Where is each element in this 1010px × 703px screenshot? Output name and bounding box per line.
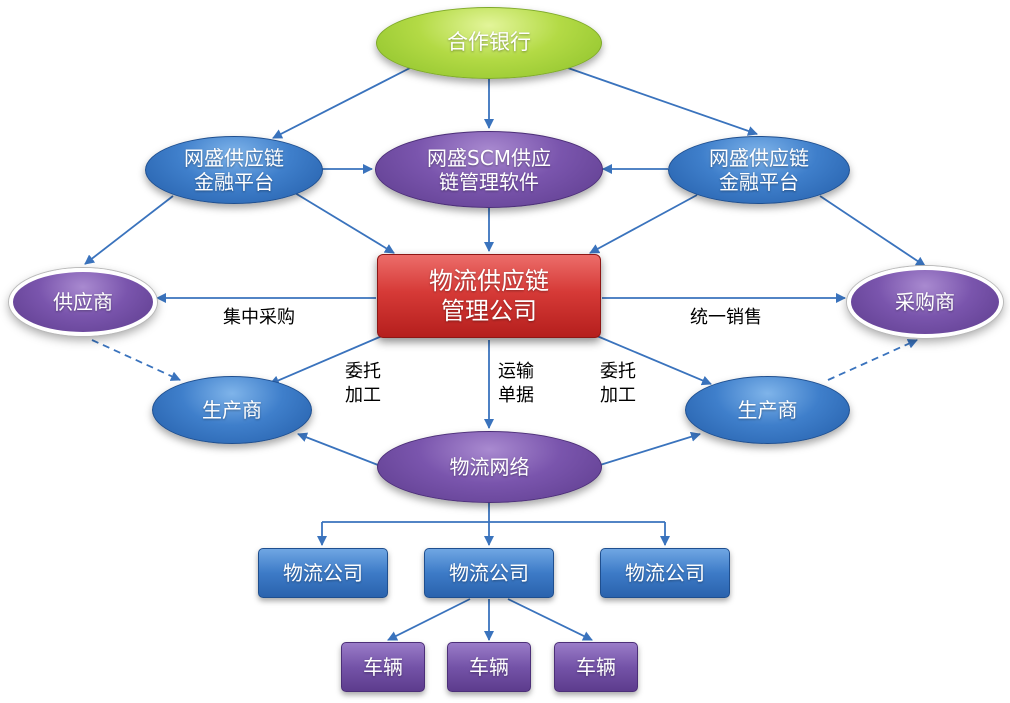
edge-network-to-producer-left bbox=[297, 432, 379, 466]
logistics-company-node-3: 物流公司 bbox=[600, 548, 730, 598]
edge-company-to-producer-left bbox=[269, 335, 383, 386]
finance-platform-right-line2: 金融平台 bbox=[719, 170, 799, 194]
edge-company-to-producer-right bbox=[596, 335, 712, 386]
edge-finance-left-to-company bbox=[294, 192, 395, 254]
scm-software-line1: 网盛SCM供应 bbox=[427, 145, 551, 170]
logistics-company-node-2: 物流公司 bbox=[424, 548, 554, 598]
entrust-right-line1: 委托 bbox=[600, 361, 636, 382]
finance-platform-left-line1: 网盛供应链 bbox=[184, 146, 284, 170]
edge-producer-to-buyer-dashed bbox=[827, 339, 918, 381]
logistics-company-node-1: 物流公司 bbox=[258, 548, 388, 598]
edge-label-central-purchase: 集中采购 bbox=[223, 307, 295, 328]
producer-right-node: 生产商 bbox=[685, 376, 850, 444]
edge-label-entrust-right: 委托 加工 bbox=[600, 360, 636, 409]
logistics-company-label-2: 物流公司 bbox=[449, 561, 529, 585]
bank-node: 合作银行 bbox=[376, 7, 602, 79]
vehicle-label-3: 车辆 bbox=[576, 655, 616, 679]
vehicle-label-2: 车辆 bbox=[469, 655, 509, 679]
company-line2: 管理公司 bbox=[441, 297, 537, 325]
finance-platform-right-line1: 网盛供应链 bbox=[709, 146, 809, 170]
edge-company-to-vehicle-1 bbox=[387, 598, 471, 641]
edge-supplier-to-producer-dashed bbox=[91, 339, 181, 381]
entrust-left-line1: 委托 bbox=[345, 361, 381, 382]
finance-platform-left-node: 网盛供应链 金融平台 bbox=[145, 136, 323, 204]
producer-left-node: 生产商 bbox=[152, 376, 312, 444]
edge-bank-to-finance-right bbox=[567, 67, 758, 136]
edge-company-to-vehicle-3 bbox=[507, 598, 593, 641]
transport-docs-line1: 运输 bbox=[498, 361, 534, 382]
entrust-left-line2: 加工 bbox=[345, 385, 381, 407]
logistics-network-node: 物流网络 bbox=[377, 431, 602, 503]
edge-bank-to-finance-left bbox=[272, 67, 411, 139]
company-line1: 物流供应链 bbox=[429, 267, 549, 295]
bank-label: 合作银行 bbox=[447, 30, 531, 55]
vehicle-node-3: 车辆 bbox=[554, 642, 638, 692]
scm-software-node: 网盛SCM供应 链管理软件 bbox=[375, 131, 603, 208]
vehicle-node-2: 车辆 bbox=[447, 642, 531, 692]
edge-finance-left-to-supplier bbox=[84, 195, 174, 265]
edge-finance-right-to-company bbox=[589, 194, 698, 254]
logistics-management-company-node: 物流供应链 管理公司 bbox=[377, 254, 601, 338]
entrust-right-line2: 加工 bbox=[600, 385, 636, 407]
edge-label-entrust-left: 委托 加工 bbox=[345, 360, 381, 409]
edge-finance-right-to-buyer bbox=[819, 195, 926, 267]
finance-platform-left-line2: 金融平台 bbox=[194, 170, 274, 194]
logistics-network-label: 物流网络 bbox=[449, 455, 530, 479]
supplier-node: 供应商 bbox=[9, 268, 157, 336]
logistics-company-label-3: 物流公司 bbox=[625, 561, 705, 585]
buyer-label: 采购商 bbox=[895, 290, 955, 314]
transport-docs-line2: 单据 bbox=[498, 385, 534, 407]
edge-label-transport-docs: 运输 单据 bbox=[498, 360, 534, 409]
edge-label-unified-sales: 统一销售 bbox=[690, 307, 762, 328]
vehicle-label-1: 车辆 bbox=[363, 655, 403, 679]
producer-right-label: 生产商 bbox=[737, 398, 798, 422]
finance-platform-right-node: 网盛供应链 金融平台 bbox=[668, 136, 850, 204]
buyer-node: 采购商 bbox=[847, 266, 1003, 338]
edge-network-to-producer-right bbox=[599, 431, 701, 466]
vehicle-node-1: 车辆 bbox=[341, 642, 425, 692]
producer-left-label: 生产商 bbox=[202, 398, 262, 422]
logistics-company-label-1: 物流公司 bbox=[283, 561, 363, 585]
supplier-label: 供应商 bbox=[53, 290, 113, 314]
scm-software-line2: 链管理软件 bbox=[439, 169, 539, 194]
